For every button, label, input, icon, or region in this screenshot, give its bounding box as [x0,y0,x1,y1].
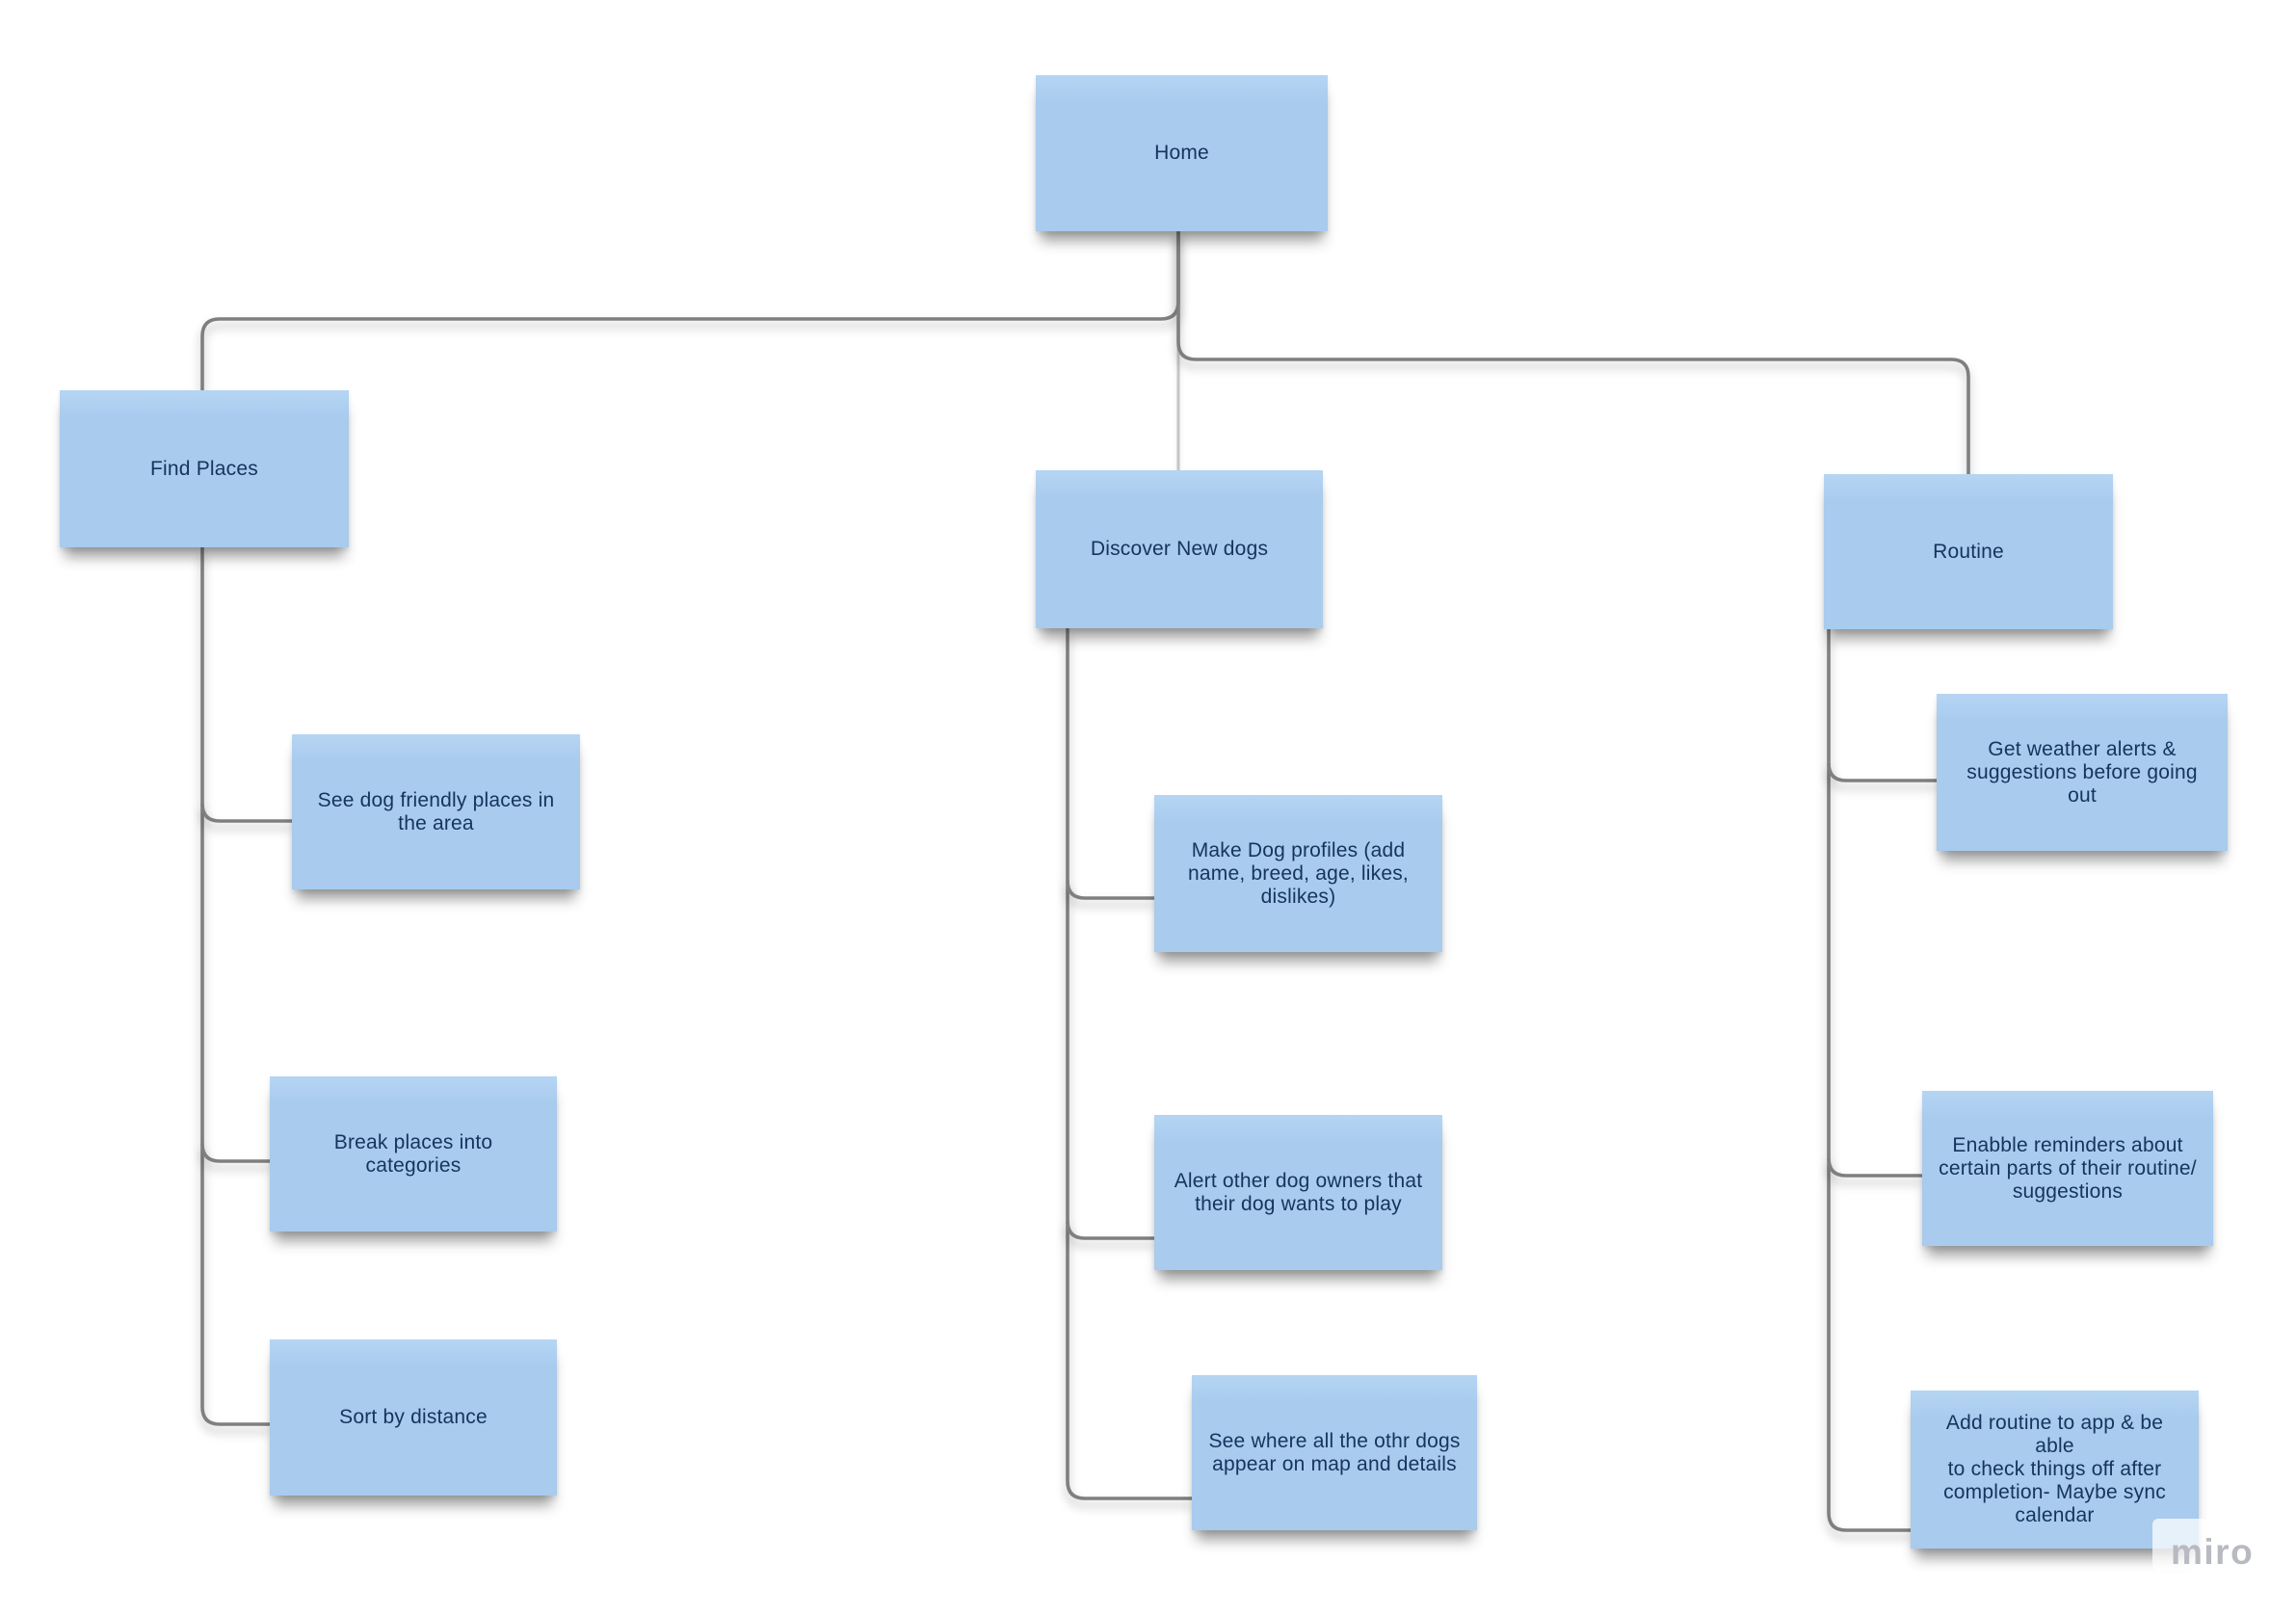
sticky-note-label: Make Dog profiles (add name, breed, age,… [1188,838,1409,908]
sticky-note-label: Get weather alerts & suggestions before … [1966,737,2198,807]
sticky-note-label: Home [1154,142,1209,164]
connector-find-places-branch-2[interactable] [200,1143,270,1163]
sticky-note-label: Alert other dog owners that their dog wa… [1174,1169,1423,1215]
sticky-note-label: Add routine to app & be able to check th… [1943,1412,2166,1526]
sticky-note-break-places-into-categories[interactable]: Break places into categories [270,1076,557,1232]
connector-discover-branch-2[interactable] [1066,1220,1154,1240]
sticky-note-label: See where all the othr dogs appear on ma… [1208,1429,1461,1475]
sticky-note-sort-by-distance[interactable]: Sort by distance [270,1339,557,1496]
connector-routine-branch-1[interactable] [1827,762,1937,782]
connector-find-places-trunk[interactable] [200,547,270,1426]
connector-discover-branch-1[interactable] [1066,880,1154,900]
sticky-note-routine[interactable]: Routine [1824,474,2113,629]
sticky-note-label: Sort by distance [339,1406,488,1428]
sticky-note-label: Find Places [150,457,258,480]
sticky-note-get-weather-alerts[interactable]: Get weather alerts & suggestions before … [1937,694,2228,851]
sticky-note-enable-reminders[interactable]: Enabble reminders about certain parts of… [1922,1091,2213,1246]
sticky-note-find-places[interactable]: Find Places [60,390,349,547]
sticky-note-label: Discover New dogs [1090,538,1269,560]
miro-watermark: miro [2171,1532,2255,1572]
connector-find-places-branch-1[interactable] [200,803,292,823]
connector-routine-branch-2[interactable] [1827,1157,1922,1178]
sticky-note-label: See dog friendly places in the area [317,788,555,834]
miro-watermark-chip [2152,1519,2256,1571]
sticky-note-discover-new-dogs[interactable]: Discover New dogs [1036,470,1323,628]
sticky-note-see-where-other-dogs[interactable]: See where all the othr dogs appear on ma… [1192,1375,1477,1530]
sticky-note-home[interactable]: Home [1036,75,1328,231]
sticky-note-make-dog-profiles[interactable]: Make Dog profiles (add name, breed, age,… [1154,795,1442,952]
sticky-note-label: Routine [1933,540,2004,563]
connector-routine-trunk[interactable] [1827,629,1911,1532]
sticky-note-label: Break places into categories [333,1130,493,1177]
sticky-note-alert-other-dog-owners[interactable]: Alert other dog owners that their dog wa… [1154,1115,1442,1270]
sticky-note-label: Enabble reminders about certain parts of… [1939,1133,2197,1203]
sticky-note-add-routine-to-app[interactable]: Add routine to app & be able to check th… [1911,1391,2199,1549]
connector-discover-trunk[interactable] [1066,628,1192,1500]
connector-home-to-find-places[interactable] [200,231,1180,390]
sticky-note-see-dog-friendly-places[interactable]: See dog friendly places in the area [292,734,580,889]
connector-home-to-routine[interactable] [1176,231,1970,474]
